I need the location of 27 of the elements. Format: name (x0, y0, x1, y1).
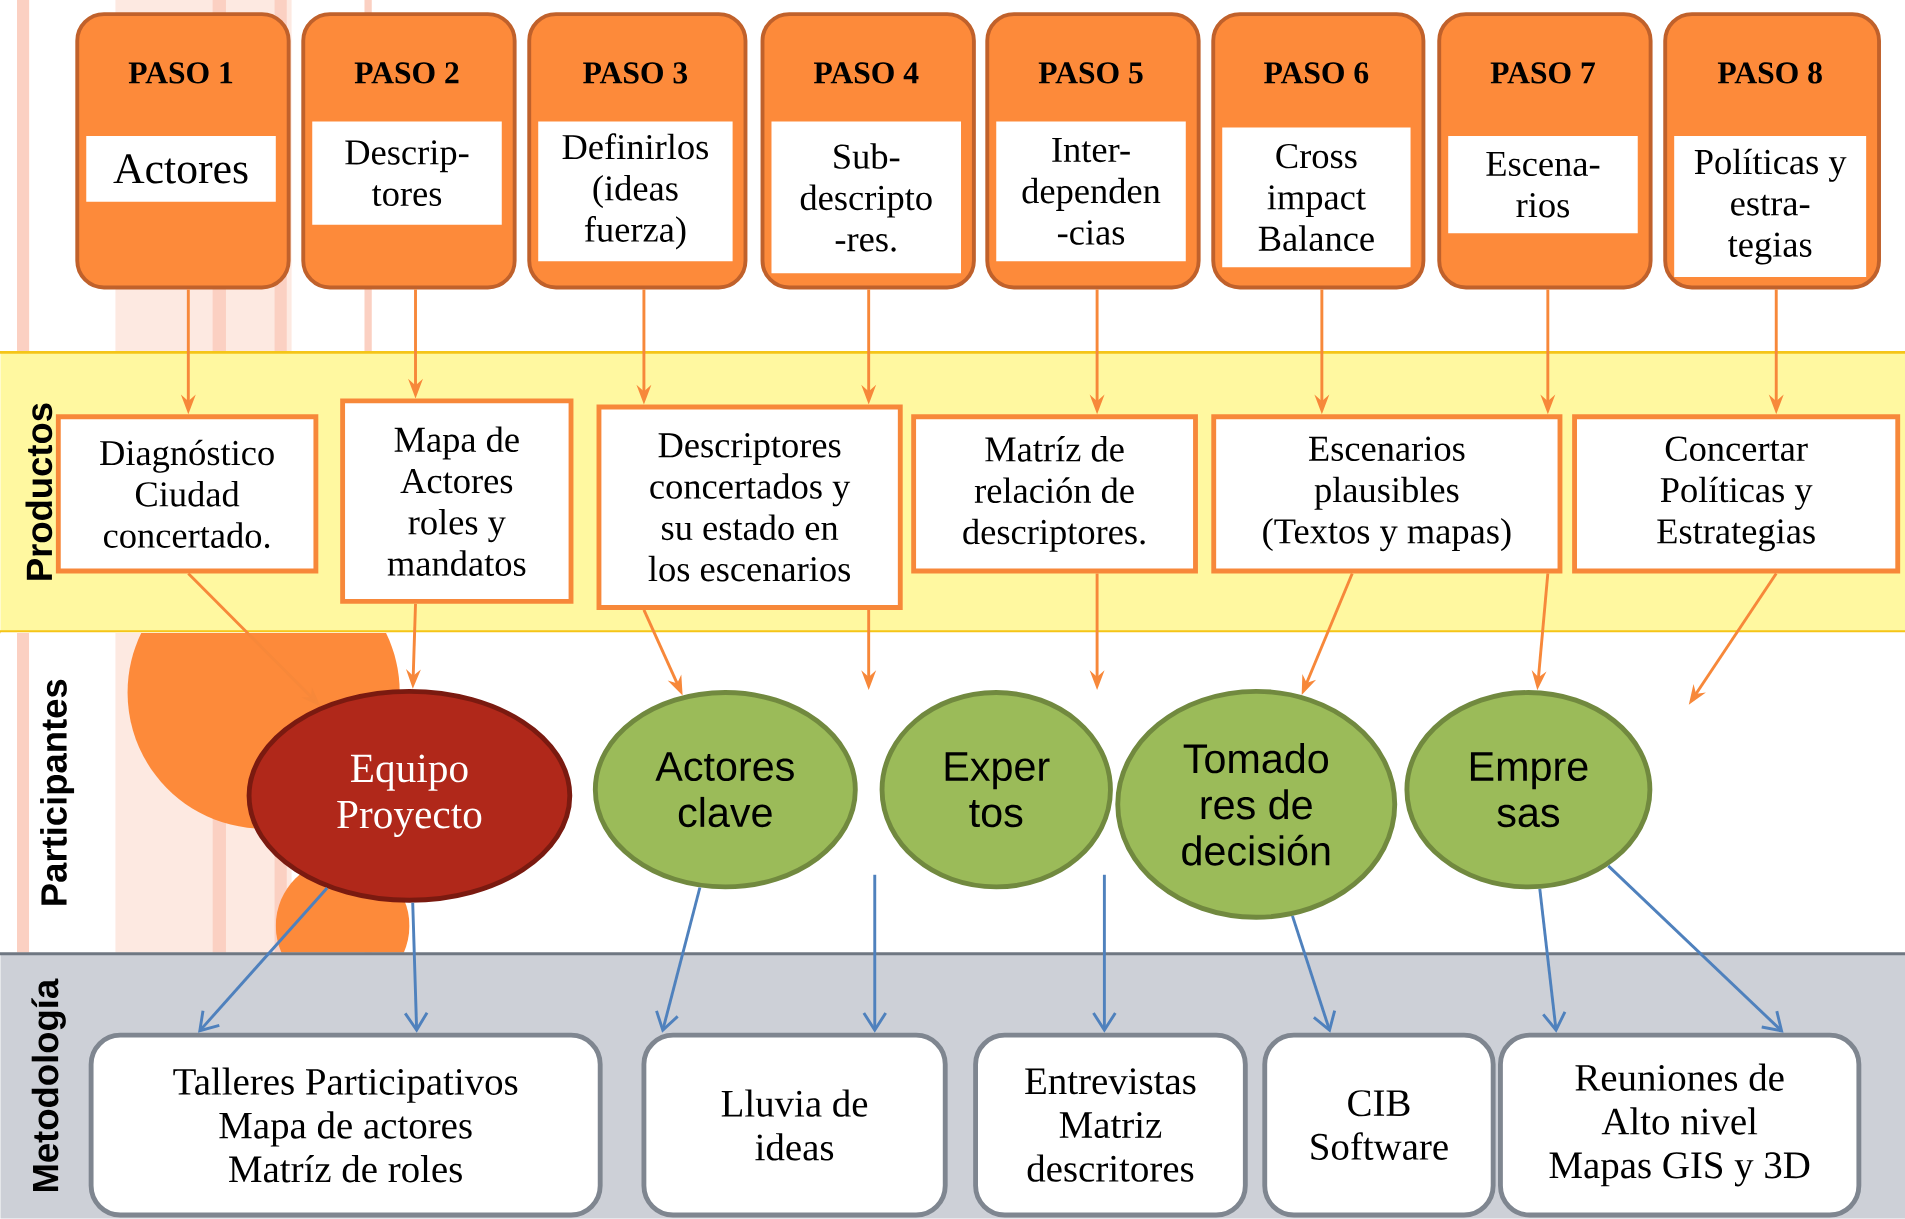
product-box: Mapa de Actores roles y mandatos (340, 398, 574, 605)
step-box: PASO 5 Inter- dependen -cias (985, 12, 1201, 290)
step-box: PASO 3 Definirlos (ideas fuerza) (527, 12, 748, 290)
step-box: PASO 7 Escena- rios (1437, 12, 1653, 290)
product-box: Descriptores concertados y su estado en los escenarios (596, 404, 903, 611)
arrow (198, 887, 329, 1033)
step-box: PASO 6 Cross impact Balance (1211, 12, 1426, 290)
method-box: Talleres Participativos Mapa de actores Matríz de roles (88, 1032, 603, 1218)
step-box: PASO 2 Descrip- tores (301, 12, 517, 290)
arrow (1607, 865, 1784, 1033)
arrow (1538, 888, 1567, 1033)
product-box: Escenarios plausibles (Textos y mapas) (1211, 414, 1563, 574)
method-box: Entrevistas Matriz descritores (973, 1032, 1248, 1218)
arrow (862, 874, 887, 1033)
arrow (1092, 874, 1117, 1033)
step-box: PASO 1 Actores (75, 12, 291, 290)
method-box: CIB Software (1262, 1032, 1496, 1218)
step-box: PASO 4 Sub- descripto -res. (760, 12, 976, 290)
product-box: Matríz de relación de descriptores. (911, 414, 1198, 574)
arrow (655, 887, 702, 1033)
method-box: Reuniones de Alto nivel Mapas GIS y 3D (1498, 1032, 1862, 1218)
product-box: Diagnóstico Ciudad concertado. (55, 414, 319, 574)
arrow (1291, 915, 1337, 1033)
method-box: Lluvia de ideas (641, 1032, 948, 1218)
arrow (404, 902, 429, 1033)
product-box: Concertar Políticas y Estrategias (1572, 414, 1901, 574)
step-box: PASO 8 Políticas y estra- tegias (1663, 12, 1881, 290)
